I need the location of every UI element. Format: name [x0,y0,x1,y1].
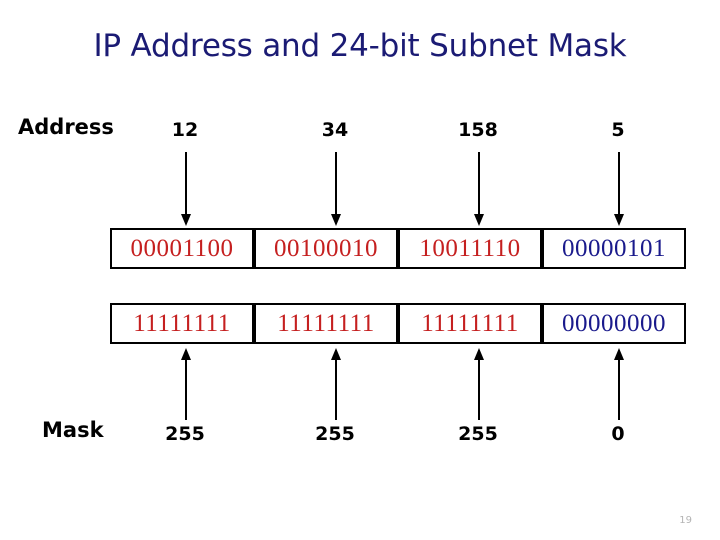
arrow-down-icon-octet-4 [612,152,626,226]
mask-decimal-octet-1: 255 [165,423,205,445]
arrow-up-icon-octet-2 [329,348,343,420]
arrow-down-icon-octet-1 [179,152,193,226]
arrow-head [181,214,191,226]
mask-binary-row: 11111111 11111111 11111111 00000000 [110,303,686,344]
arrow-shaft [618,152,620,216]
arrow-head [474,214,484,226]
mask-decimal-octet-2: 255 [315,423,355,445]
arrow-head [474,348,484,360]
arrow-up-icon-octet-1 [179,348,193,420]
address-decimal-octet-1: 12 [171,119,199,141]
mask-binary-octet-3: 11111111 [398,303,542,344]
mask-binary-octet-1: 11111111 [110,303,254,344]
arrow-head [331,348,341,360]
arrow-shaft [335,358,337,420]
address-row-label: Address [18,115,114,139]
address-binary-octet-4: 00000101 [542,228,686,269]
mask-decimal-octet-4: 0 [611,423,625,445]
arrow-head [331,214,341,226]
address-binary-octet-2: 00100010 [254,228,398,269]
arrow-head [614,214,624,226]
address-binary-row: 00001100 00100010 10011110 00000101 [110,228,686,269]
arrow-head [181,348,191,360]
mask-binary-octet-2: 11111111 [254,303,398,344]
address-binary-octet-3: 10011110 [398,228,542,269]
arrow-up-icon-octet-3 [472,348,486,420]
address-decimal-octet-3: 158 [458,119,498,141]
arrow-head [614,348,624,360]
arrow-down-icon-octet-3 [472,152,486,226]
address-binary-octet-1: 00001100 [110,228,254,269]
arrow-shaft [185,358,187,420]
address-decimal-octet-4: 5 [611,119,625,141]
mask-decimal-octet-3: 255 [458,423,498,445]
mask-row-label: Mask [42,418,104,442]
page-number: 19 [679,515,692,526]
arrow-down-icon-octet-2 [329,152,343,226]
mask-binary-octet-4: 00000000 [542,303,686,344]
arrow-shaft [618,358,620,420]
arrow-up-icon-octet-4 [612,348,626,420]
arrow-shaft [478,152,480,216]
arrow-shaft [478,358,480,420]
arrow-shaft [335,152,337,216]
arrow-shaft [185,152,187,216]
page-title: IP Address and 24-bit Subnet Mask [93,28,627,64]
address-decimal-octet-2: 34 [321,119,349,141]
